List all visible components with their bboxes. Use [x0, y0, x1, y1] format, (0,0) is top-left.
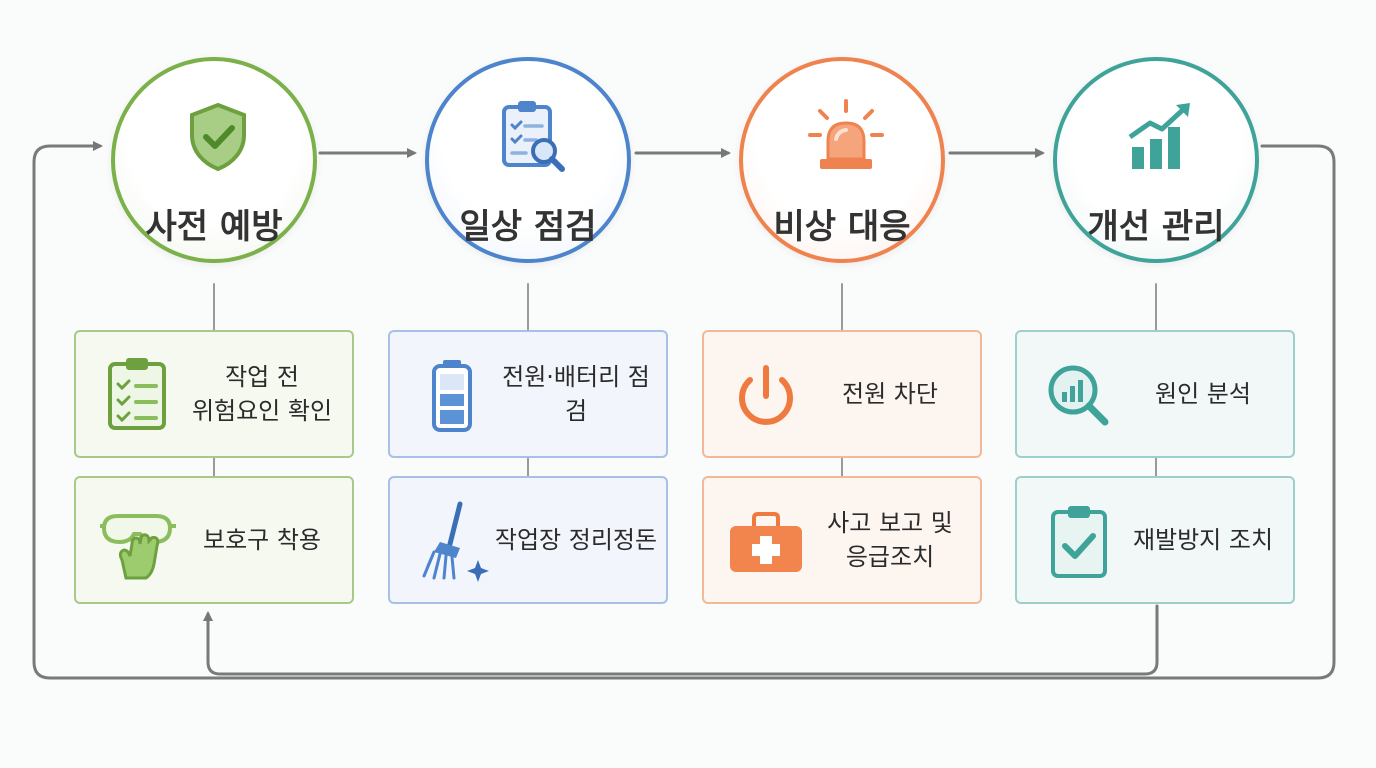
inner-feedback-loop [203, 604, 1159, 676]
task-label-line: 사고 보고 및 [827, 509, 953, 537]
stage-circle-daily-check: 일상 점검 [425, 57, 631, 263]
task-card-risk-check: 작업 전 위험요인 확인 [74, 330, 354, 458]
task-label-line: 보호구 착용 [202, 526, 322, 554]
battery-icon [432, 360, 472, 432]
first-aid-kit-icon [730, 512, 802, 572]
task-label-line: 전원 차단 [842, 380, 938, 408]
task-label: 전원 차단 [808, 332, 972, 456]
shield-check-icon [190, 102, 246, 172]
task-label: 작업 전 위험요인 확인 [180, 332, 344, 456]
power-icon [739, 365, 793, 425]
task-label: 보호구 착용 [180, 478, 344, 602]
stage-title: 일상 점검 [459, 207, 597, 247]
clipboard-magnifier-icon [502, 101, 565, 172]
task-card-protective-gear: 보호구 착용 [74, 476, 354, 604]
task-card-recurrence-prevention: 재발방지 조치 [1015, 476, 1295, 604]
clipboard-check-icon [1051, 506, 1107, 578]
task-label: 전원·배터리 점검 [494, 332, 658, 456]
task-label: 재발방지 조치 [1121, 478, 1285, 602]
task-label: 작업장 정리정돈 [494, 478, 658, 602]
analysis-magnifier-icon [1048, 365, 1109, 426]
task-label-line: 위험요인 확인 [191, 397, 333, 425]
task-label-line: 응급조치 [845, 543, 935, 571]
stage-title: 사전 예방 [145, 207, 283, 247]
stage-title: 비상 대응 [773, 207, 911, 247]
task-card-accident-report: 사고 보고 및 응급조치 [702, 476, 982, 604]
task-card-root-cause: 원인 분석 [1015, 330, 1295, 458]
stage-title: 개선 관리 [1087, 207, 1225, 247]
task-label: 사고 보고 및 응급조치 [808, 478, 972, 602]
outer-feedback-loop [32, 141, 1336, 680]
stage-circle-emergency: 비상 대응 [739, 57, 945, 263]
task-card-workplace-tidy: 작업장 정리정돈 [388, 476, 668, 604]
goggles-gloves-icon [100, 514, 176, 580]
siren-icon [808, 99, 884, 169]
task-card-power-cutoff: 전원 차단 [702, 330, 982, 458]
stage-circle-improvement: 개선 관리 [1053, 57, 1259, 263]
task-label-line: 전원·배터리 점검 [502, 363, 650, 425]
task-label-line: 원인 분석 [1155, 380, 1251, 408]
task-card-power-battery: 전원·배터리 점검 [388, 330, 668, 458]
task-label-line: 작업 전 [225, 363, 299, 391]
task-label-line: 작업장 정리정돈 [494, 526, 658, 554]
stage-circle-prevention: 사전 예방 [111, 57, 317, 263]
task-label: 원인 분석 [1121, 332, 1285, 456]
task-label-line: 재발방지 조치 [1132, 526, 1274, 554]
growth-chart-icon [1128, 103, 1190, 169]
broom-icon [422, 501, 489, 582]
clipboard-checklist-icon [108, 358, 166, 430]
